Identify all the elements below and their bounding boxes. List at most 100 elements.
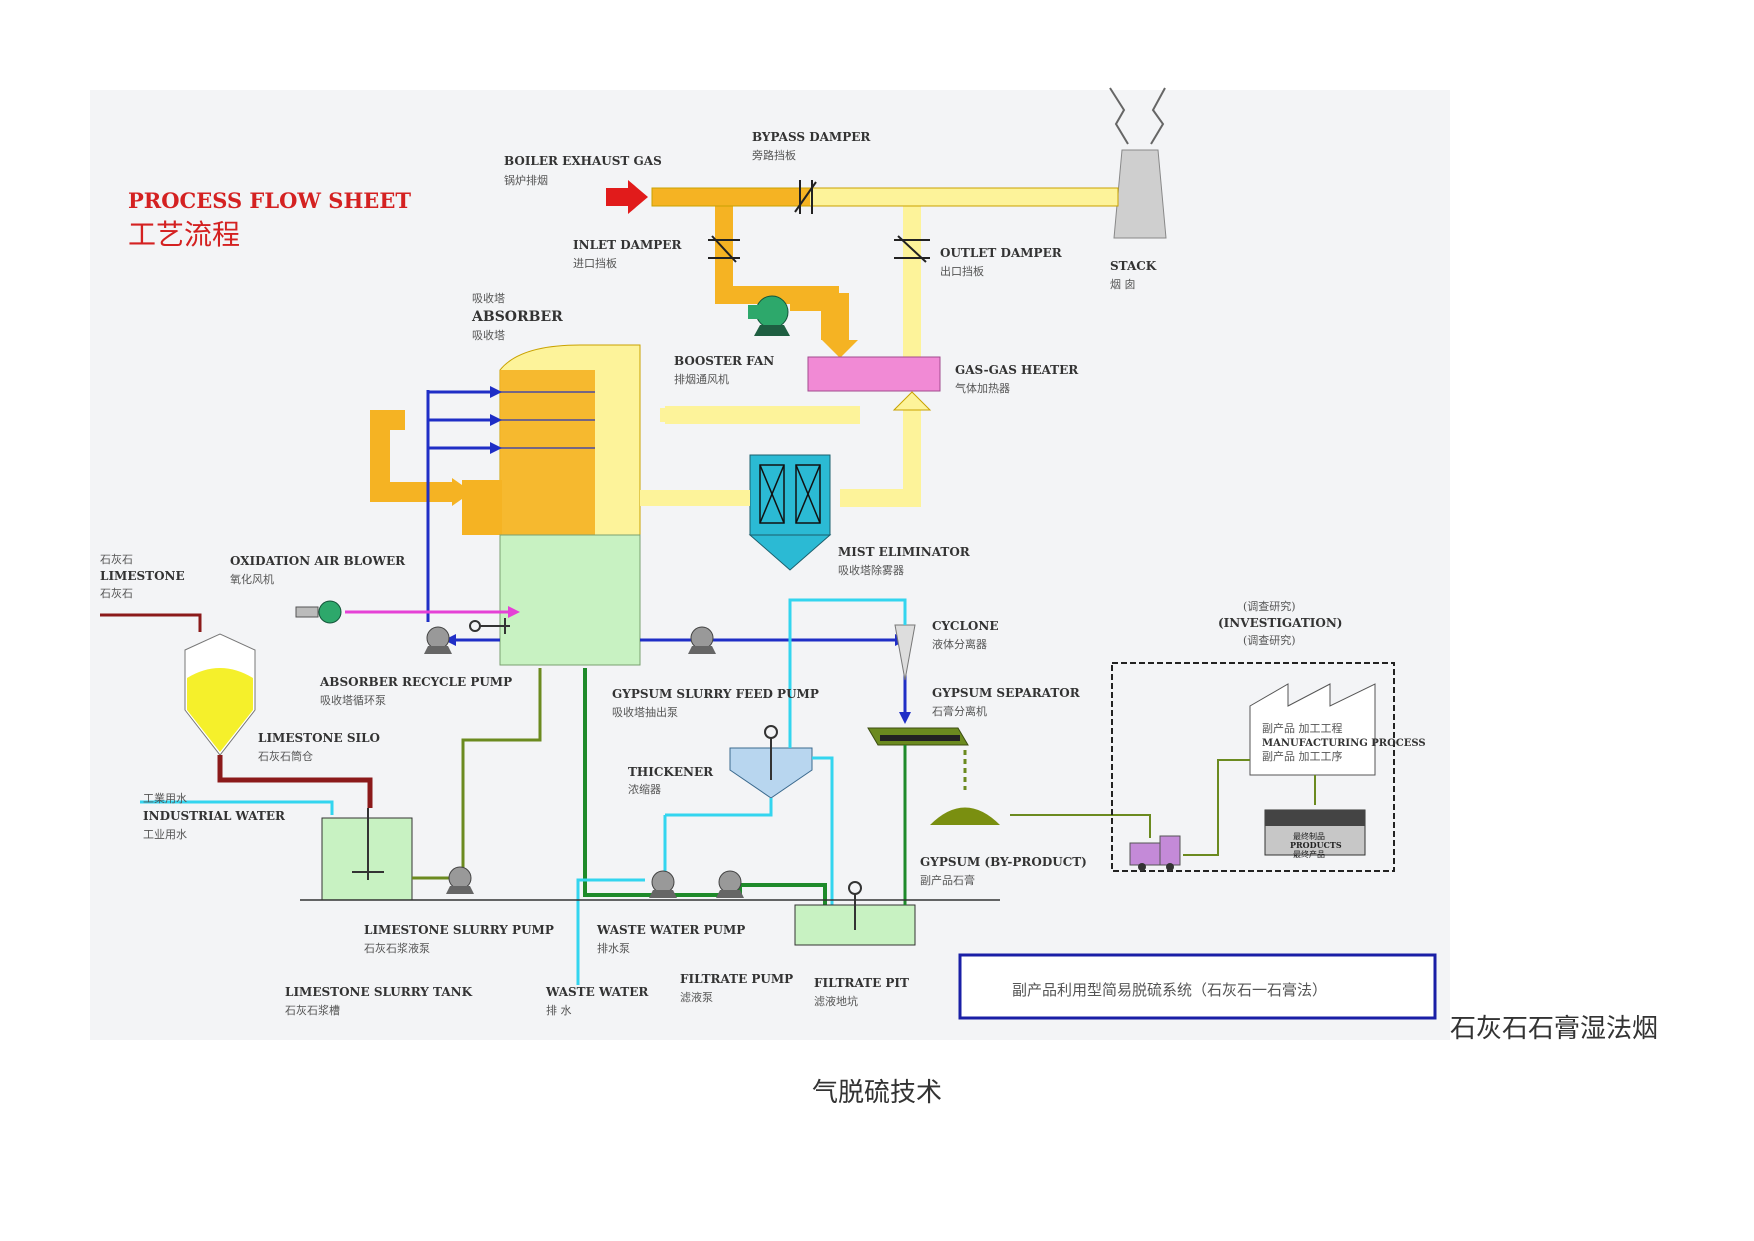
label-investigation-en: (INVESTIGATION) (1218, 616, 1342, 630)
booster-arrow (822, 340, 858, 358)
label-manuf-zh1: 副产品 加工工程 (1262, 721, 1343, 735)
factory-icon (1249, 683, 1376, 776)
label-filtpit-en: FILTRATE PIT (814, 976, 909, 990)
cyclone-overflow-line (788, 598, 907, 725)
oxidation-air-arrow (508, 606, 520, 618)
tank-to-absorber-line (412, 668, 542, 880)
truck-icon (1129, 835, 1181, 871)
title-zh: 工艺流程 (128, 218, 240, 251)
label-investigation-zh2: (调查研究) (1243, 633, 1296, 647)
system-banner-box (958, 953, 1437, 1020)
label-thickener-zh: 浓缩器 (628, 783, 661, 796)
gypsum-pile (930, 807, 1000, 825)
label-stack-zh: 烟 囱 (1110, 277, 1136, 291)
label-gsep-en: GYPSUM SEPARATOR (932, 686, 1081, 700)
label-manuf-en: MANUFACTURING PROCESS (1262, 738, 1426, 749)
label-absorber-zh1: 吸收塔 (472, 291, 505, 305)
label-limestone-zh2: 石灰石 (100, 586, 133, 600)
agitator-icon (469, 618, 510, 634)
booster-to-ggh-duct (790, 293, 849, 345)
label-filtpit-zh: 滤液地坑 (814, 994, 858, 1008)
gas-gas-heater (807, 356, 941, 392)
label-mist-zh: 吸收塔除雾器 (838, 563, 904, 577)
label-recycle-en: ABSORBER RECYCLE PUMP (319, 675, 512, 689)
label-lspump-zh: 石灰石浆液泵 (364, 941, 430, 955)
gypsum-to-truck-line (1010, 814, 1151, 838)
label-indwater-zh1: 工業用水 (143, 792, 187, 805)
label-lstank-zh: 石灰石浆槽 (285, 1003, 340, 1017)
label-ggh-zh: 气体加热器 (955, 381, 1010, 395)
label-gsep-zh: 石膏分离机 (932, 704, 987, 718)
label-bypass-en: BYPASS DAMPER (752, 130, 871, 144)
thickener-lines (663, 725, 834, 910)
inlet-damper-icon (708, 235, 740, 263)
oxidation-blower-icon (295, 600, 342, 624)
caption-line-2: 气脱硫技术 (812, 1078, 943, 1108)
label-ggh-en: GAS-GAS HEATER (955, 363, 1079, 377)
recycle-lines (426, 390, 907, 718)
label-absorber-zh2: 吸收塔 (472, 328, 505, 342)
boiler-gas-arrow (606, 180, 648, 214)
label-limestone-en: LIMESTONE (100, 569, 185, 583)
label-gfeed-en: GYPSUM SLURRY FEED PUMP (612, 687, 819, 701)
label-cyclone-en: CYCLONE (932, 619, 998, 633)
label-indwater-en: INDUSTRIAL WATER (143, 809, 286, 823)
label-gfeed-zh: 吸收塔抽出泵 (612, 705, 678, 719)
label-thickener-en: THICKENER (628, 765, 714, 779)
system-banner: 副产品利用型简易脱硫系统（石灰石一石膏法） (1012, 981, 1327, 999)
duct-outlines (651, 187, 1119, 207)
label-recycle-zh: 吸收塔循环泵 (320, 693, 386, 707)
label-products-zh1: 最终制品 (1293, 831, 1325, 841)
investigation-box (1111, 662, 1395, 872)
industrial-water-line (140, 800, 334, 815)
absorber-inlet-arrow (452, 478, 472, 506)
label-outlet-en: OUTLET DAMPER (940, 246, 1063, 260)
label-mist-en: MIST ELIMINATOR (838, 545, 971, 559)
ggh-up-arrow (892, 391, 932, 411)
label-cyclone-zh: 液体分离器 (932, 637, 987, 651)
thickener (729, 725, 813, 799)
label-stack-en: STACK (1110, 259, 1157, 273)
label-wwpump-en: WASTE WATER PUMP (596, 923, 745, 937)
recycle-arrows (444, 386, 911, 724)
label-oxblower-zh: 氧化风机 (230, 572, 274, 586)
filtrate-pit (794, 881, 916, 946)
limestone-slurry-pump-icon (446, 866, 474, 894)
label-lstank-en: LIMESTONE SLURRY TANK (285, 985, 473, 999)
outlet-damper-icon (894, 235, 930, 263)
products-box (1264, 809, 1366, 856)
label-inlet-en: INLET DAMPER (573, 238, 682, 252)
bypass-damper-icon (794, 180, 817, 214)
label-gypsum-en: GYPSUM (BY-PRODUCT) (920, 855, 1087, 869)
label-investigation-zh1: (调查研究) (1243, 599, 1296, 613)
limestone-feed-line (100, 613, 202, 632)
label-boiler-zh: 锅炉排烟 (504, 173, 548, 187)
label-silo-zh: 石灰石筒仓 (258, 749, 313, 763)
label-oxblower-en: OXIDATION AIR BLOWER (230, 554, 406, 568)
gypsum-feed-pump-icon (688, 626, 716, 654)
label-filtpump-en: FILTRATE PUMP (680, 972, 793, 986)
label-wastewater-zh: 排 水 (546, 1003, 572, 1017)
absorber (462, 344, 641, 666)
label-wastewater-en: WASTE WATER (545, 985, 649, 999)
label-products-en: PRODUCTS (1290, 840, 1342, 850)
label-silo-en: LIMESTONE SILO (258, 731, 380, 745)
silo-to-tank-line (217, 755, 373, 808)
booster-fan-icon (748, 295, 790, 336)
waste-water-pump-icon (649, 870, 677, 898)
label-absorber-en: ABSORBER (471, 309, 563, 325)
title-en: PROCESS FLOW SHEET (128, 188, 411, 213)
label-outlet-zh: 出口挡板 (940, 264, 984, 278)
limestone-silo (184, 633, 256, 756)
truck-to-factory-line (1183, 759, 1250, 856)
diagram-background (90, 90, 1450, 1040)
label-lspump-en: LIMESTONE SLURRY PUMP (364, 923, 554, 937)
label-filtpump-zh: 滤液泵 (680, 990, 713, 1004)
absorber-inlet-duct (370, 410, 455, 502)
limestone-slurry-tank (321, 808, 413, 901)
label-products-zh2: 最终产品 (1293, 849, 1325, 859)
label-gypsum-zh: 副产品石膏 (920, 873, 975, 887)
label-boiler-en: BOILER EXHAUST GAS (504, 154, 662, 168)
filtrate-pump-icon (716, 870, 744, 898)
